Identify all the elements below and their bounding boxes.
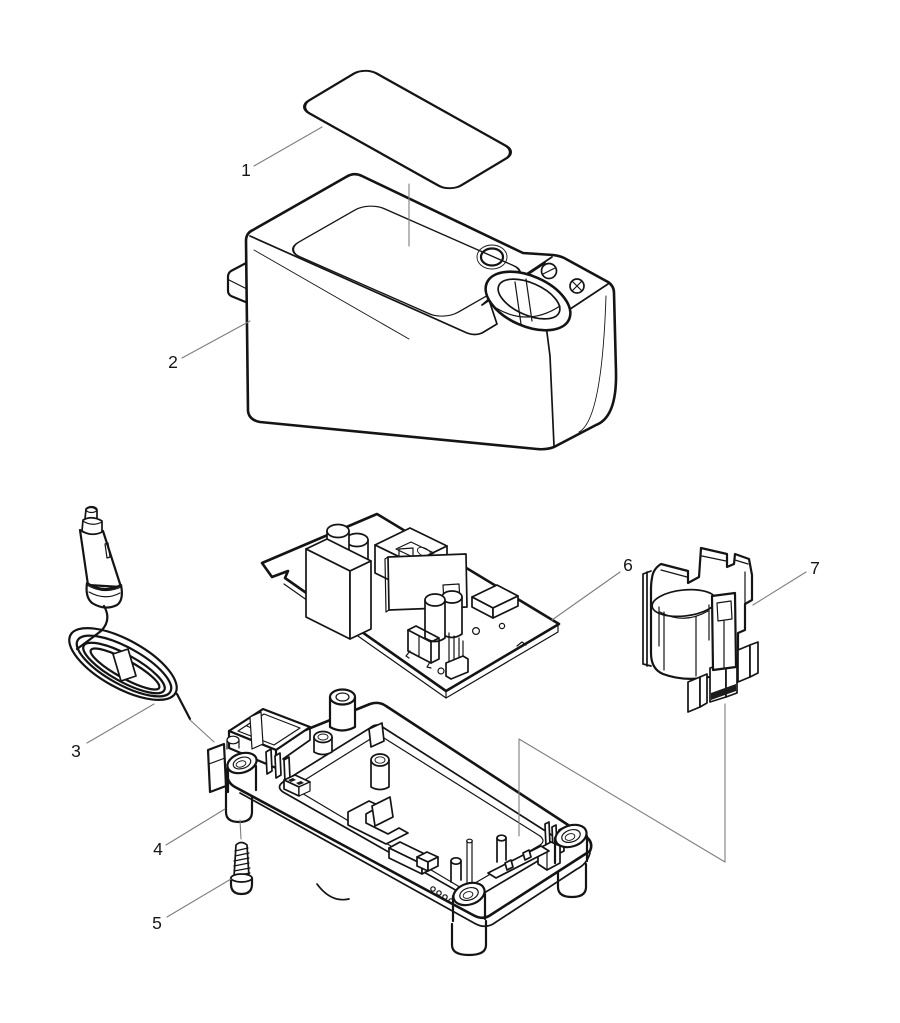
cross-screw-cross xyxy=(571,280,583,292)
slotted-screw-slot xyxy=(542,267,556,275)
base-cube-block xyxy=(416,851,439,872)
indicator-hole-ring xyxy=(476,244,508,270)
holder-contact-right xyxy=(737,641,759,683)
part-1-lid-label xyxy=(303,69,513,190)
leader-line-2 xyxy=(181,320,251,359)
base-connector-fins xyxy=(265,748,291,783)
leader-line-7 xyxy=(752,571,807,606)
part-5-screw xyxy=(229,841,254,896)
callout-label-4: 4 xyxy=(153,839,163,859)
large-component-block xyxy=(305,538,372,640)
alignment-line-3 xyxy=(189,719,215,743)
pcb-hole-2 xyxy=(498,622,506,630)
battery-socket-inner-wall xyxy=(497,278,561,320)
holder-left-wing xyxy=(642,570,652,667)
housing-side-tab-fold xyxy=(228,279,248,290)
part-4-base-tray xyxy=(206,688,593,957)
leader-line-5 xyxy=(166,878,232,918)
relay-block xyxy=(471,584,519,619)
leader-line-4 xyxy=(165,808,226,846)
leader-line-3 xyxy=(86,703,155,744)
callout-numbers: 1 2 3 4 5 6 7 xyxy=(71,160,820,933)
housing-surface-highlights xyxy=(253,249,607,433)
base-slot-block xyxy=(283,774,311,797)
base-left-flap xyxy=(206,742,228,794)
screw-head-top xyxy=(230,873,253,883)
housing-side-tab xyxy=(226,260,250,305)
plug-collar xyxy=(81,516,103,536)
base-plate-small xyxy=(368,722,385,748)
plug-tip-cap xyxy=(85,505,98,514)
indicator-hole xyxy=(479,247,505,267)
callout-label-3: 3 xyxy=(71,741,81,761)
base-hole-row xyxy=(430,886,454,904)
battery-socket-details xyxy=(495,278,561,325)
plug-body xyxy=(78,528,123,589)
pin-header xyxy=(437,632,469,680)
capacitor-1-top xyxy=(326,523,350,539)
screw-threads xyxy=(233,847,251,877)
callout-label-2: 2 xyxy=(168,352,178,372)
callout-label-1: 1 xyxy=(241,160,251,180)
base-screw-boss-left xyxy=(226,751,258,794)
small-capacitor-a-top xyxy=(424,593,446,607)
cable-tie xyxy=(112,648,137,682)
base-post-tall xyxy=(328,688,357,732)
base-u-bracket xyxy=(347,796,409,845)
battery-socket-opening xyxy=(484,270,572,332)
callout-label-6: 6 xyxy=(623,555,633,575)
leader-lines xyxy=(86,126,807,918)
base-connector-housing xyxy=(226,707,312,770)
callout-label-7: 7 xyxy=(810,558,820,578)
holder-contact-left xyxy=(687,673,708,713)
leader-line-6 xyxy=(551,571,621,621)
part-6-circuit-board xyxy=(260,512,561,699)
holder-ribs xyxy=(660,555,749,677)
base-standoff xyxy=(370,753,390,791)
base-screw-boss-front xyxy=(451,881,487,923)
pcb-hole-1 xyxy=(472,626,481,635)
plug-rib-lines xyxy=(86,584,122,598)
plug-body-slot xyxy=(104,542,111,559)
base-foot-front xyxy=(450,919,488,957)
base-guide-pins xyxy=(450,834,507,885)
cable-end xyxy=(175,692,192,721)
part-7-battery-socket-holder xyxy=(642,546,759,713)
clip-bracket xyxy=(405,625,440,669)
plug-collar-arc xyxy=(82,520,103,525)
base-post-short xyxy=(313,730,333,756)
callout-label-5: 5 xyxy=(152,913,162,933)
base-foot-right xyxy=(556,862,588,899)
lid-label-outline xyxy=(303,69,513,190)
leader-line-1 xyxy=(253,126,323,167)
part-3-power-plug-cable xyxy=(68,505,192,721)
alignment-line-7 xyxy=(518,703,726,863)
part-2-charger-housing xyxy=(226,172,618,451)
pcb-edge-notch xyxy=(516,641,527,647)
holder-front-plate xyxy=(710,591,738,672)
base-left-flap-fold xyxy=(208,757,226,765)
alignment-line-5 xyxy=(239,819,242,840)
base-screw-boss-right xyxy=(553,823,589,865)
base-contact-strip xyxy=(487,845,550,879)
